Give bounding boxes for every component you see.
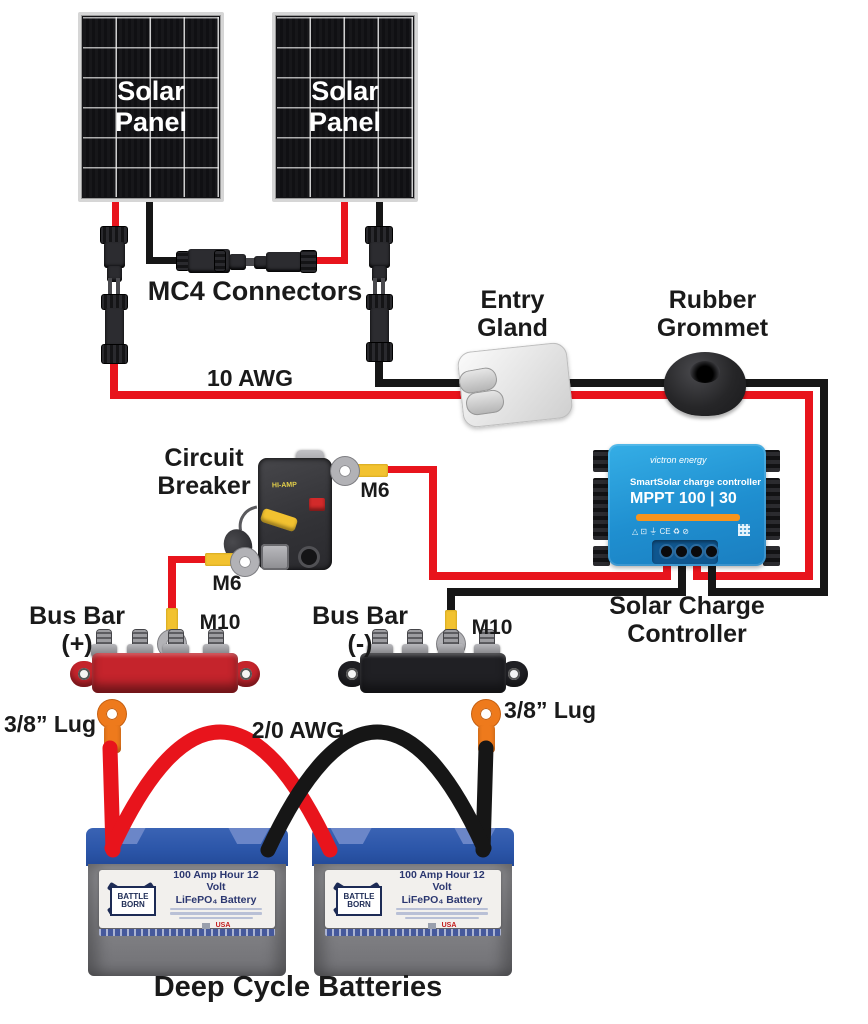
certification-icons: △ ⊡ ⏚ CE ♻ ⊘: [632, 527, 689, 536]
entry-gland-label: Entry Gland: [477, 286, 548, 342]
solar-panel-1-label: Solar Panel: [114, 75, 188, 137]
negative-jumper-cable: [260, 724, 492, 858]
m10-label-pos: M10: [199, 611, 241, 634]
battery-label-strip: [99, 929, 275, 936]
breaker-input-wire: [168, 556, 210, 563]
battery-origin: USA: [441, 922, 457, 930]
controller-bat-neg-stub: [678, 552, 686, 596]
m6-ring-terminal-bottom: [231, 548, 259, 576]
busbar-neg-drop: [447, 588, 455, 616]
controller-pv-neg-stub: [708, 552, 716, 596]
solar-panel-2: Solar Panel: [272, 12, 418, 202]
controller-orange-bar: [636, 514, 740, 521]
circuit-breaker-label: Circuit Breaker: [157, 444, 251, 500]
solar-charge-controller-label: Solar Charge Controller: [609, 592, 765, 648]
victron-logo: victron energy: [650, 455, 707, 465]
battery-terminal-neg: [228, 828, 270, 844]
m6-ring-terminal-top: [331, 457, 359, 485]
m10-heatshrink-neg: [445, 610, 457, 634]
battery-spec-line1: 100 Amp Hour 12 Volt: [399, 868, 485, 893]
panel2-positive-wire: [341, 196, 348, 264]
m6-heatshrink-bottom: [205, 553, 238, 566]
solar-panel-cells: [83, 17, 219, 197]
battery-spec-line2: LiFePO₄ Battery: [401, 893, 483, 906]
panel2-positive-wire-run: [317, 257, 348, 264]
controller-terminal-4: [706, 546, 717, 557]
solar-panel-cells: [277, 17, 413, 197]
breaker-reset-button: [309, 498, 325, 511]
m6-label-top: M6: [360, 479, 390, 502]
battery-spec-line2: LiFePO₄ Battery: [175, 893, 257, 906]
pv-positive-to-controller: [693, 572, 813, 580]
controller-terminal-3: [691, 546, 702, 557]
controller-to-busbar-neg-run: [451, 588, 686, 596]
m6-heatshrink-top: [355, 464, 388, 477]
battery-origin: USA: [215, 922, 231, 930]
panel1-positive-wire: [112, 196, 119, 230]
solar-panel-2-label: Solar Panel: [308, 75, 382, 137]
array-positive-drop: [110, 362, 118, 395]
panel1-negative-wire: [146, 196, 153, 264]
m10-label-neg: M10: [471, 616, 513, 639]
m10-heatshrink-pos: [166, 608, 178, 634]
mc4-label: MC4 Connectors: [147, 276, 363, 306]
rubber-grommet-hole: [690, 361, 720, 383]
pv-positive-down: [805, 391, 813, 580]
controller-product-name: SmartSolar charge controller: [630, 477, 761, 488]
lug-ring-positive: [98, 700, 126, 728]
panel1-negative-wire-run: [146, 257, 180, 264]
controller-terminal-1: [661, 546, 672, 557]
controller-terminal-2: [676, 546, 687, 557]
battery-label-strip: [325, 929, 501, 936]
lug-label-left: 3/8” Lug: [4, 711, 97, 737]
panel2-negative-wire: [376, 196, 383, 230]
pv-negative-down: [820, 379, 828, 596]
lug-label-right: 3/8” Lug: [504, 697, 597, 723]
rubber-grommet-label: Rubber Grommet: [656, 286, 769, 342]
battery-terminal-pos: [330, 828, 372, 844]
battery-spec-line1: 100 Amp Hour 12 Volt: [173, 868, 259, 893]
bus-bar-neg-label: Bus Bar(-): [312, 602, 408, 658]
bus-bar-pos-label: Bus Bar(+): [29, 602, 125, 658]
m6-label-bottom: M6: [212, 572, 242, 595]
lug-ring-negative: [472, 700, 500, 728]
solar-panel-1: Solar Panel: [78, 12, 224, 202]
qr-code-icon: [738, 524, 750, 536]
battery-interconnect-cables: [102, 724, 494, 858]
controller-to-breaker-run: [429, 572, 671, 580]
pv-negative-run: [375, 379, 828, 387]
controller-model: MPPT 100 | 30: [630, 490, 737, 507]
breaker-down-run: [429, 466, 437, 580]
awg10-label: 10 AWG: [206, 365, 294, 391]
awg20-label: 2/0 AWG: [251, 717, 345, 743]
deep-cycle-batteries-label: Deep Cycle Batteries: [153, 971, 443, 1003]
breaker-output-wire: [386, 466, 433, 473]
busbar-pos-drop: [168, 556, 176, 614]
array-negative-drop: [375, 360, 383, 384]
pv-negative-to-controller: [708, 588, 828, 596]
